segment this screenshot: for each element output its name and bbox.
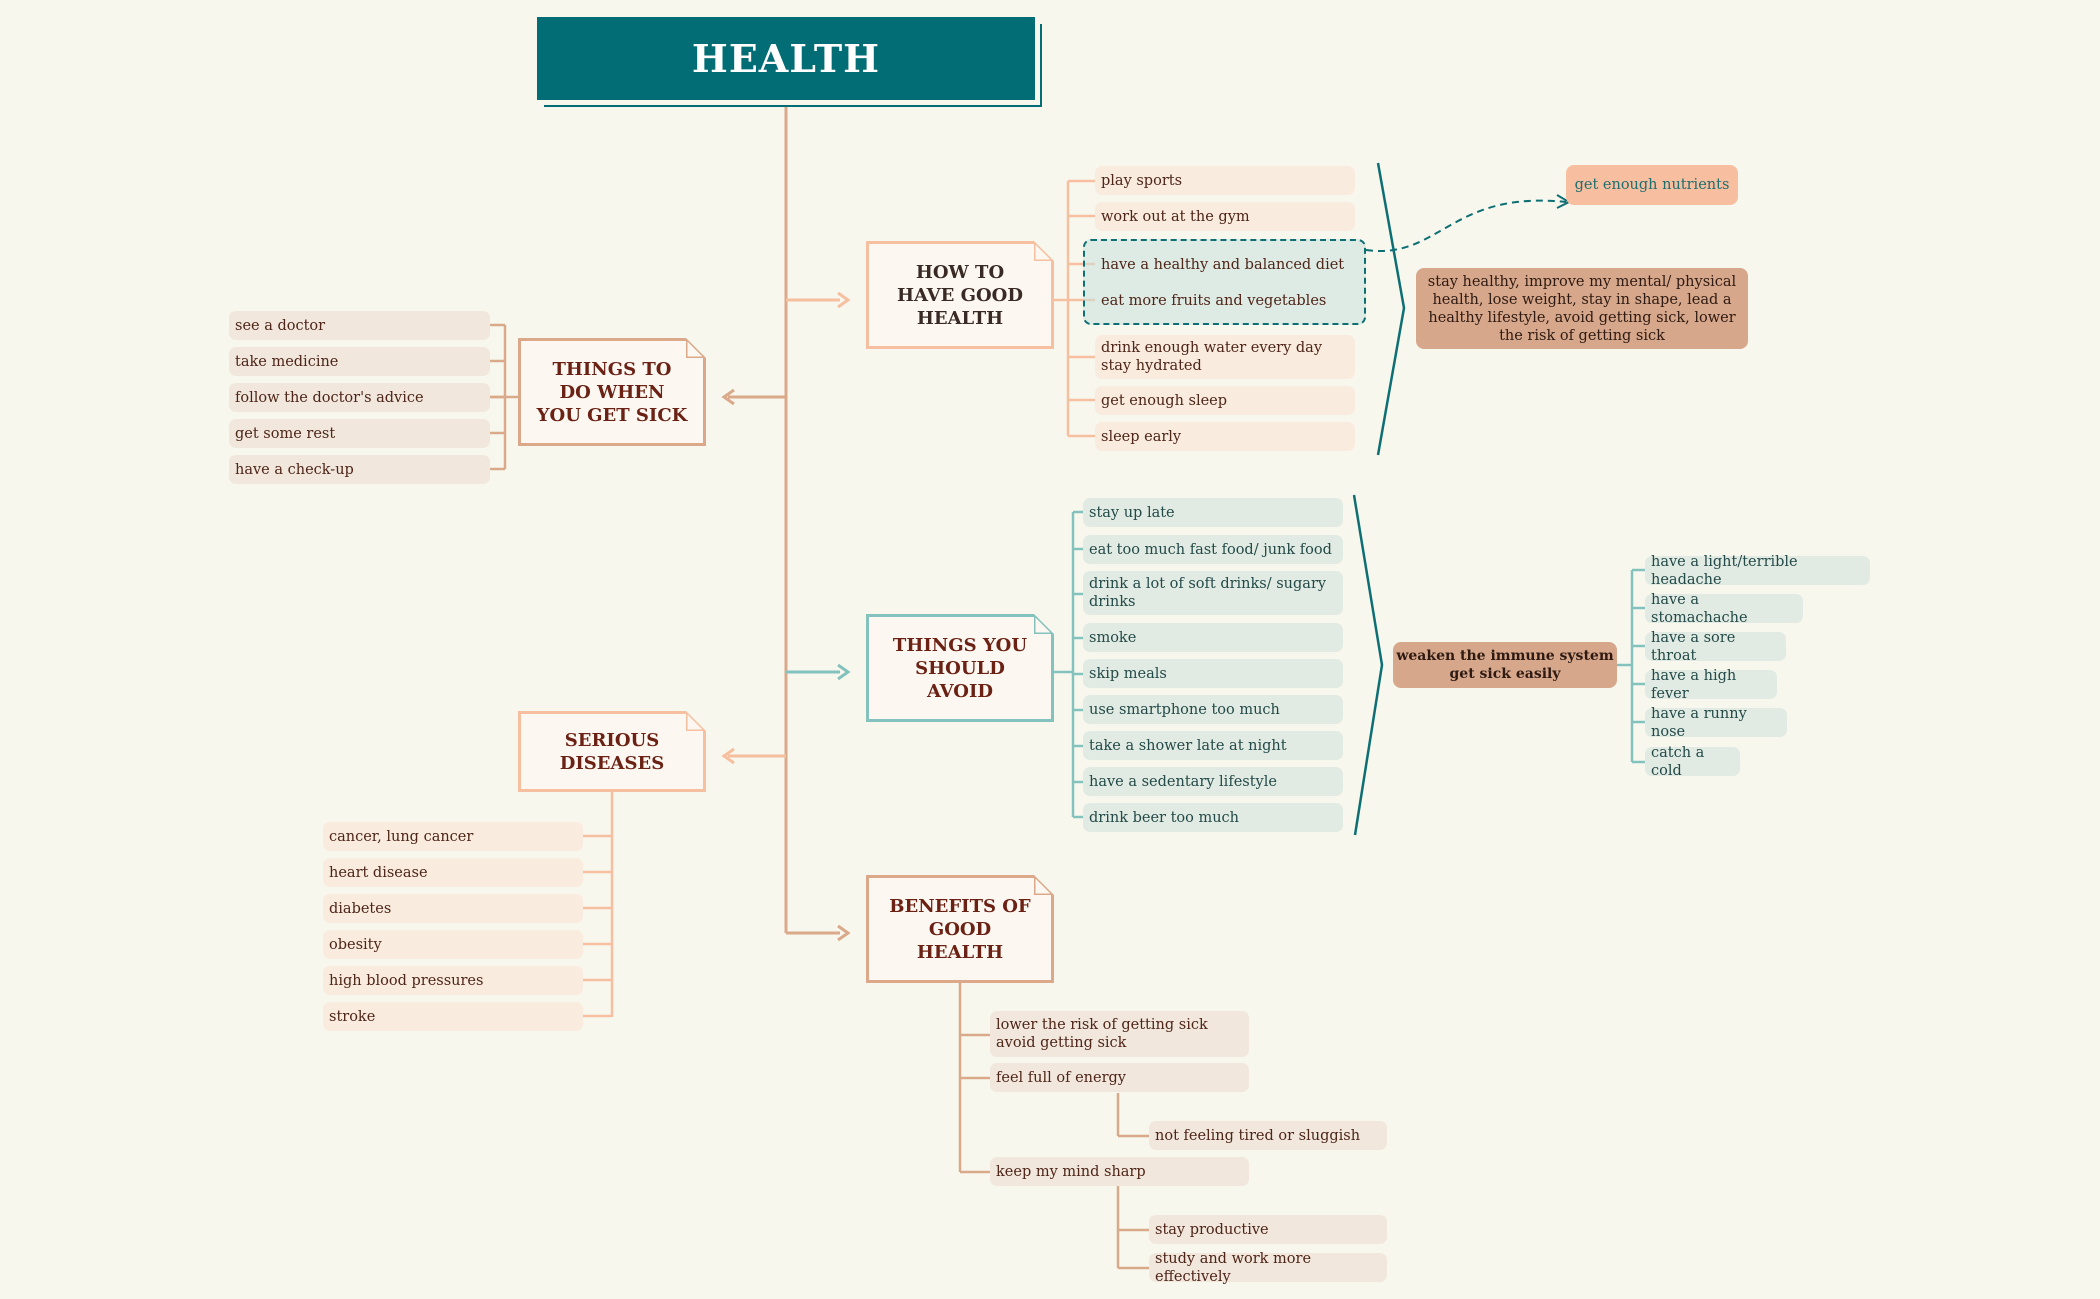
disease-item[interactable]: stroke [323, 1002, 583, 1031]
fold-icon [1034, 614, 1054, 634]
benefit-subitem[interactable]: not feeling tired or sluggish [1149, 1121, 1387, 1150]
fold-icon [686, 338, 706, 358]
benefit-item[interactable]: lower the risk of getting sick avoid get… [990, 1011, 1249, 1057]
avoid-item[interactable]: drink a lot of soft drinks/ sugary drink… [1083, 571, 1343, 615]
good-health-item[interactable]: drink enough water every day stay hydrat… [1095, 335, 1355, 379]
when-sick-item[interactable]: get some rest [229, 419, 490, 448]
symptom-item[interactable]: have a runny nose [1645, 706, 1787, 740]
topic-benefits[interactable]: BENEFITS OF GOOD HEALTH [866, 875, 1054, 983]
good-health-item[interactable]: eat more fruits and vegetables [1101, 292, 1327, 309]
benefit-subitem[interactable]: study and work more effectively [1149, 1251, 1387, 1285]
good-health-reasons-callout[interactable]: stay healthy, improve my mental/ physica… [1416, 268, 1748, 349]
disease-item[interactable]: obesity [323, 930, 583, 959]
topic-when-sick[interactable]: THINGS TO DO WHEN YOU GET SICK [518, 338, 706, 446]
disease-item[interactable]: high blood pressures [323, 966, 583, 995]
good-health-item[interactable]: have a healthy and balanced diet [1101, 256, 1345, 273]
good-health-item[interactable]: sleep early [1095, 422, 1355, 451]
avoid-item[interactable]: smoke [1083, 623, 1343, 652]
disease-item[interactable]: heart disease [323, 858, 583, 887]
good-health-item[interactable]: play sports [1095, 166, 1355, 195]
symptom-item[interactable]: have a sore throat [1645, 630, 1786, 664]
when-sick-item[interactable]: see a doctor [229, 311, 490, 340]
symptom-item[interactable]: have a high fever [1645, 668, 1777, 702]
topic-avoid[interactable]: THINGS YOU SHOULD AVOID [866, 614, 1054, 722]
good-health-item[interactable]: get enough sleep [1095, 386, 1355, 415]
benefit-subitem[interactable]: stay productive [1149, 1215, 1387, 1244]
when-sick-item[interactable]: have a check-up [229, 455, 490, 484]
topic-when-sick-label: THINGS TO DO WHEN YOU GET SICK [536, 358, 688, 426]
central-title[interactable]: HEALTH [537, 17, 1035, 100]
immune-callout[interactable]: weaken the immune system get sick easily [1393, 642, 1617, 688]
topic-good-health-label: HOW TO HAVE GOOD HEALTH [897, 261, 1023, 329]
symptom-item[interactable]: catch a cold [1645, 745, 1740, 779]
when-sick-item[interactable]: follow the doctor's advice [229, 383, 490, 412]
symptom-item[interactable]: have a light/terrible headache [1645, 554, 1870, 588]
title-text: HEALTH [691, 36, 881, 81]
when-sick-item[interactable]: take medicine [229, 347, 490, 376]
topic-diseases[interactable]: SERIOUS DISEASES [518, 711, 706, 792]
topic-avoid-label: THINGS YOU SHOULD AVOID [892, 634, 1028, 702]
avoid-item[interactable]: eat too much fast food/ junk food [1083, 535, 1343, 564]
avoid-item[interactable]: have a sedentary lifestyle [1083, 767, 1343, 796]
symptom-item[interactable]: have a stomachache [1645, 592, 1803, 626]
avoid-item[interactable]: drink beer too much [1083, 803, 1343, 832]
disease-item[interactable]: diabetes [323, 894, 583, 923]
fold-icon [1034, 875, 1054, 895]
topic-benefits-label: BENEFITS OF GOOD HEALTH [889, 895, 1031, 963]
disease-item[interactable]: cancer, lung cancer [323, 822, 583, 851]
avoid-item[interactable]: stay up late [1083, 498, 1343, 527]
fold-icon [686, 711, 706, 731]
benefit-item[interactable]: keep my mind sharp [990, 1157, 1249, 1186]
avoid-item[interactable]: take a shower late at night [1083, 731, 1343, 760]
topic-good-health[interactable]: HOW TO HAVE GOOD HEALTH [866, 241, 1054, 349]
selection-dashed-box [1083, 239, 1366, 325]
benefit-item[interactable]: feel full of energy [990, 1063, 1249, 1092]
nutrients-callout[interactable]: get enough nutrients [1566, 165, 1738, 205]
fold-icon [1034, 241, 1054, 261]
avoid-item[interactable]: use smartphone too much [1083, 695, 1343, 724]
avoid-item[interactable]: skip meals [1083, 659, 1343, 688]
topic-diseases-label: SERIOUS DISEASES [559, 729, 665, 774]
good-health-item[interactable]: work out at the gym [1095, 202, 1355, 231]
